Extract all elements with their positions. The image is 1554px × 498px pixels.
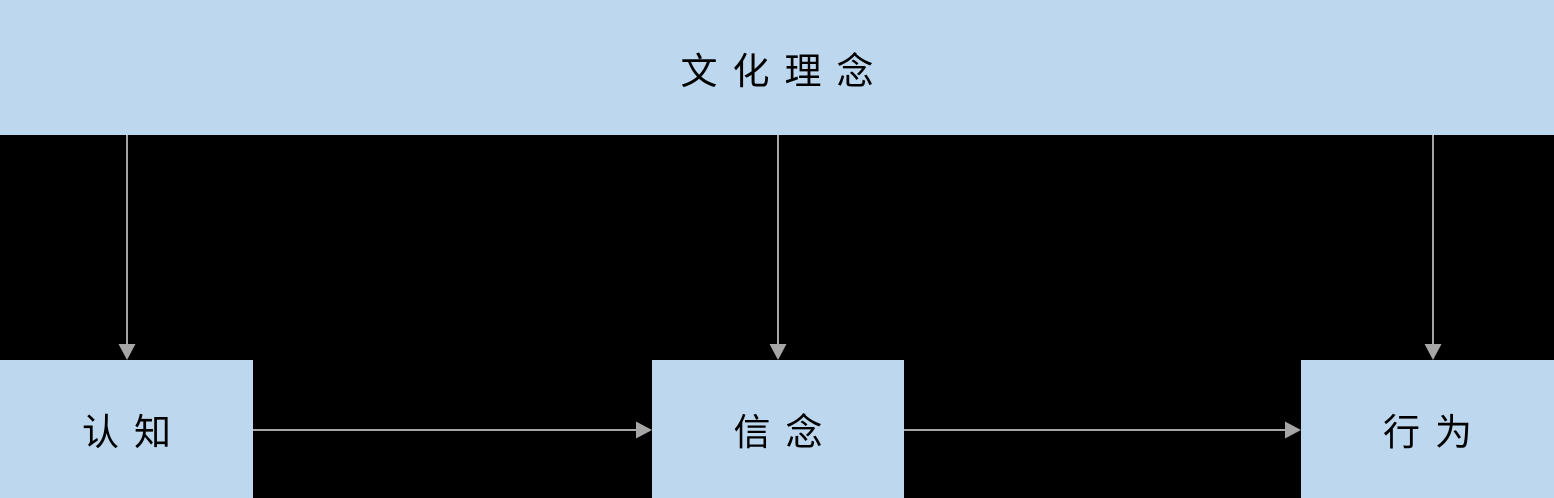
arrow-belief-to-behavior bbox=[904, 421, 1301, 439]
arrow-title-to-behavior bbox=[1424, 135, 1442, 360]
node-behavior: 行为 bbox=[1301, 360, 1554, 498]
node-belief-label: 信念 bbox=[733, 412, 838, 453]
arrow-cognition-to-belief bbox=[253, 421, 652, 439]
banner-label: 文化理念 bbox=[680, 50, 889, 92]
node-cognition: 认知 bbox=[0, 360, 253, 498]
node-belief: 信念 bbox=[652, 360, 904, 498]
node-behavior-label: 行为 bbox=[1383, 412, 1487, 453]
arrow-title-to-cognition bbox=[118, 135, 136, 360]
node-cognition-label: 认知 bbox=[82, 412, 186, 453]
arrow-title-to-belief bbox=[769, 135, 787, 360]
banner-culture-concept: 文化理念 bbox=[0, 0, 1554, 135]
